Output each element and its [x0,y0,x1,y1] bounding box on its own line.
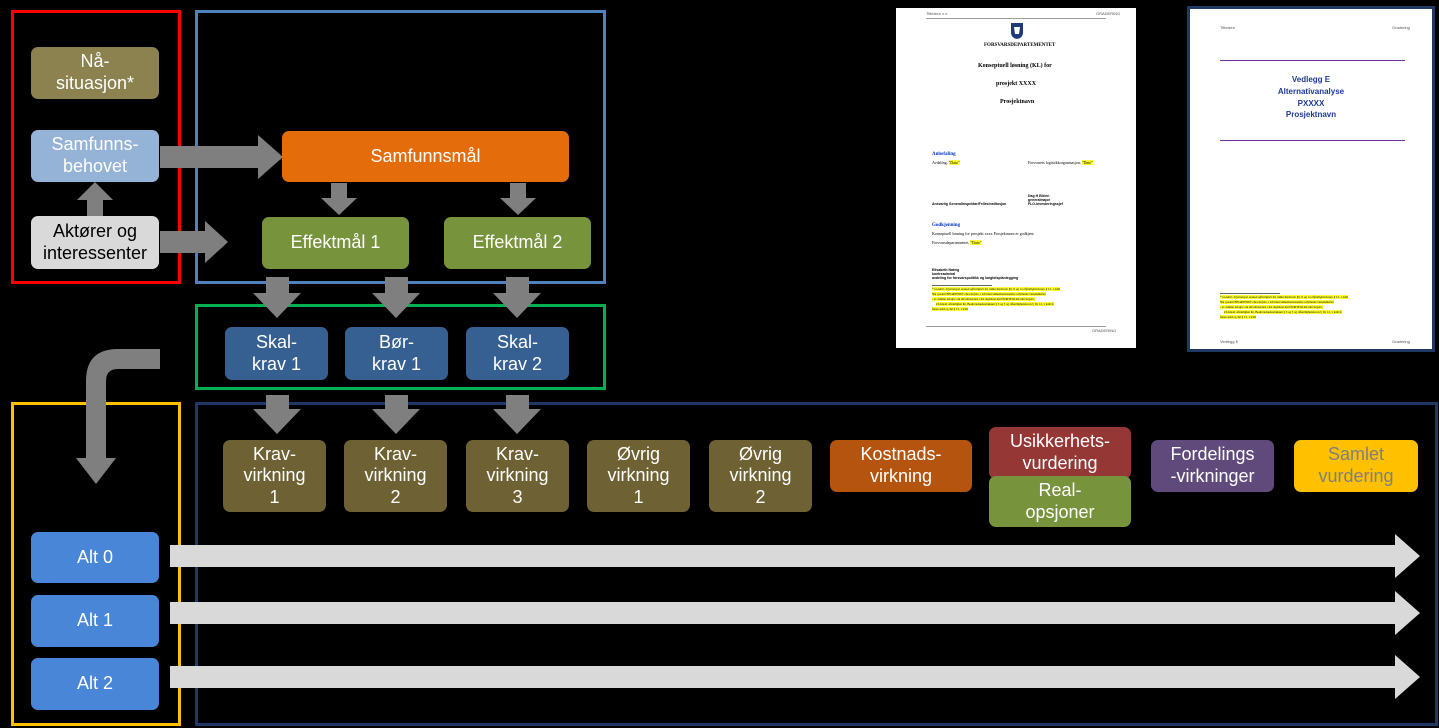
doc-kl-ministry: FORSVARSDEPARTEMENTET [984,43,1056,48]
box-effektmal-1: Effektmål 1 [262,217,409,269]
box-usikkerhetsvurdering: Usikkerhets- vurdering [989,427,1131,479]
doc-kl-godkjenning-dept-text: Forsvarsdepartementet, [932,240,971,245]
arrow-aktorer-to-effektmal [160,221,228,263]
doc-e-footnote-2: Når gradert BEGRENSET eller høyere, i tr… [1220,300,1334,304]
doc-kl-header-right: GRADERING [1096,11,1121,16]
box-fordelingsvirkninger: Fordelings -virkninger [1151,440,1274,492]
arrow-skalkrav1-to-kravvirkning1 [253,395,301,434]
document-kl-thumbnail: Tittelsen x.x GRADERING FORSVARSDEPARTEM… [896,8,1136,348]
box-samfunnsmal: Samfunnsmål [282,131,569,182]
doc-kl-footer-line [926,326,1106,327]
box-aktorer: Aktører og interessenter [31,216,159,269]
doc-kl-godkjenning-date: "Dato" [970,240,982,245]
box-ovrig-virkning-1: Øvrig virkning 1 [587,440,690,512]
doc-kl-title-2: prosjekt XXXX [996,81,1037,87]
doc-e-footnote-5: første ledd og del § 13, 1 ledd [1220,315,1256,319]
box-alt-2: Alt 2 [31,658,159,710]
doc-kl-anbefaling-right-date: "Dato" [1081,160,1093,165]
doc-kl-anbefaling-left: Avdeling, "Dato" [932,160,960,165]
doc-kl-anbefaling-heading: Anbefaling [932,152,956,157]
doc-kl-responsible: Ansvarlig Generalinspektør/Fellesinstitu… [932,202,1007,206]
doc-kl-title-1: Konseptuell løsning (KL) for [978,63,1052,69]
arrow-effektmal2-to-skalkrav2 [493,277,541,318]
doc-e-bottom-rule [1220,140,1405,141]
box-alt-0: Alt 0 [31,532,159,583]
box-samfunnsbehovet: Samfunns- behovet [31,130,159,182]
doc-kl-anbefaling-right: Forsvarets logistikkorganisasjon, "Dato" [1028,160,1093,165]
doc-kl-footer: GRADERING [1092,328,1117,333]
doc-kl-signer2-org: avdeling for forsvarspolitikk og langtid… [932,276,1019,280]
doc-e-top-rule [1220,60,1405,61]
box-skal-krav-2: Skal- krav 2 [466,327,569,380]
doc-e-title-3: PXXXX [1297,99,1325,108]
box-skal-krav-1: Skal- krav 1 [225,327,328,380]
doc-e-footnote-4: # Unntatt offentlighet iht. Beskyttelses… [1224,310,1343,314]
doc-kl-title-3: Prosjektnavn [1000,99,1035,105]
doc-e-footer-right: Gradering [1392,339,1410,344]
arrow-behov-to-samfunnsmal [160,135,283,179]
arrow-alt1 [170,591,1420,635]
doc-e-title-4: Prosjektnavn [1285,110,1337,119]
doc-e-footnote-1: * Gradert: informasjon unntatt offentlig… [1220,295,1348,299]
doc-e-header-left: Tittelsen [1220,25,1235,30]
doc-kl-footnote-2: Når gradert BEGRENSET eller høyere, i tr… [932,292,1046,296]
arrow-skalkrav2-to-kravvirkning3 [493,395,541,434]
doc-kl-footnote-5: første ledd og del § 13, 1 ledd [932,307,968,311]
doc-kl-anbefaling-left-text: Avdeling, [932,160,949,165]
doc-kl-header-line [926,18,1106,19]
doc-e-footnote-3: - av samme detaljer om informasjonen i K… [1220,305,1323,309]
box-kostnadsvirkning: Kostnads- virkning [830,440,972,492]
doc-kl-godkjenning-dept: Forsvarsdepartementet, "Dato" [932,240,982,245]
coat-of-arms-icon [1011,23,1023,39]
box-ovrig-virkning-2: Øvrig virkning 2 [709,440,812,512]
doc-e-footer-left: Vedlegg E [1220,339,1239,344]
arrow-borkrav1-to-kravvirkning2 [372,395,420,434]
doc-kl-signer-title: generalmajor [1028,198,1050,202]
doc-kl-header-left: Tittelsen x.x [926,11,948,16]
doc-e-header-right: Gradering [1392,25,1410,30]
box-samlet-vurdering: Samlet vurdering [1294,440,1418,492]
box-kravvirkning-1: Krav- virkning 1 [223,440,326,512]
arrow-samfunnsmal-to-effektmal1 [321,183,357,215]
arrow-bent-to-alternatives [76,349,160,484]
box-kravvirkning-3: Krav- virkning 3 [466,440,569,512]
arrow-effektmal1-to-borkrav1 [372,277,420,318]
doc-kl-footnote-line [932,285,992,286]
arrow-effektmal1-to-skalkrav1 [253,277,301,318]
box-effektmal-2: Effektmål 2 [444,217,591,269]
doc-kl-anbefaling-left-date: "Dato" [948,160,960,165]
doc-kl-signer-name: Dag H Eiklen [1028,194,1050,198]
doc-e-title-1: Vedlegg E [1291,75,1331,84]
document-vedlegg-e-thumbnail: Tittelsen Gradering Vedlegg E Alternativ… [1187,6,1435,352]
box-alt-1: Alt 1 [31,595,159,647]
arrow-alt0 [170,534,1420,578]
doc-e-footnote-line [1220,293,1280,294]
arrow-samfunnsmal-to-effektmal2 [500,183,536,215]
doc-kl-signer2-name: Elisabeth Natvig [932,268,960,272]
box-bor-krav-1: Bør- krav 1 [345,327,448,380]
arrow-alt2 [170,655,1420,699]
doc-kl-anbefaling-right-text: Forsvarets logistikkorganisasjon, [1028,160,1082,165]
box-na-situasjon: Nå- situasjon* [31,47,159,99]
doc-kl-signer2-title: kontreadmiral [932,272,956,276]
doc-e-title-2: Alternativanalyse [1277,87,1345,96]
doc-kl-godkjenning-heading: Godkjenning [932,223,961,228]
box-realopsjoner: Real- opsjoner [989,476,1131,527]
doc-kl-godkjenning-text: Konseptuell løsning for prosjekt xxxx Pr… [932,231,1034,236]
doc-kl-footnote-4: # Unntatt offentlighet iht. Beskyttelses… [936,302,1055,306]
box-kravvirkning-2: Krav- virkning 2 [344,440,447,512]
doc-kl-signer-org: FLO-investeringssjef [1028,202,1063,206]
doc-kl-footnote-3: - av samme detaljer om informasjonen i K… [932,297,1035,301]
doc-kl-footnote-1: * Gradert: informasjon unntatt offentlig… [932,287,1060,291]
arrow-aktorer-to-behov [77,182,113,216]
